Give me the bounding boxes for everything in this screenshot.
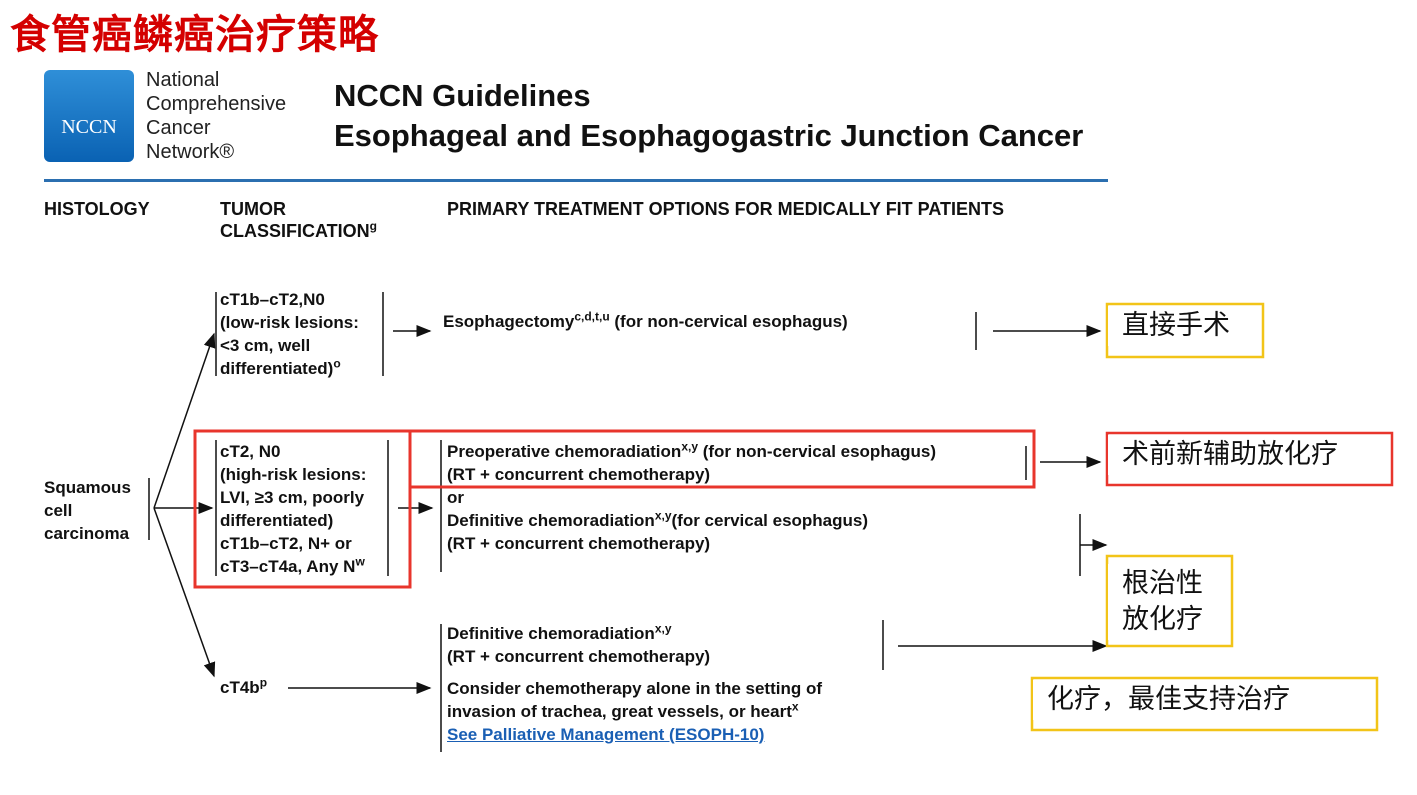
tumor-high-line6: cT3–cT4a, Any N [220,557,356,576]
treatment-high-risk: Preoperative chemoradiationx,y (for non-… [447,440,936,555]
preop-rt-line: (RT + concurrent chemotherapy) [447,465,711,484]
tumor-t4b-label: cT4b [220,678,260,697]
tumor-t4b-footnote: p [259,675,268,690]
preop-chemoradiation: Preoperative chemoradiation [447,442,682,461]
tumor-high-line3: LVI, ≥3 cm, poorly [220,488,365,507]
treatment-low-main: Esophagectomy [443,312,575,331]
palliative-management-link[interactable]: See Palliative Management (ESOPH-10) [447,725,765,744]
surgery-note-frame [1105,302,1265,359]
header-divider [44,179,1108,182]
t4b-definitive-chemoradiation: Definitive chemoradiation [447,624,655,643]
chemo-note: 化疗，最佳支持治疗 [1033,680,1304,720]
slide-title: 食管癌鳞癌治疗策略 [10,12,379,58]
t4b-chemo-alone-line: Consider chemotherapy alone in the setti… [447,679,822,698]
arrow-to-t4b [153,507,216,678]
neoadjuvant-note-frame [1105,431,1394,487]
tumor-low-line4: differentiated) [220,359,334,378]
surgery-note: 直接手术 [1108,306,1244,346]
column-histology: HISTOLOGY [44,199,150,219]
definitive-note: (for cervical esophagus) [671,511,869,530]
nccn-logo [44,70,134,162]
t4b-rt-line: (RT + concurrent chemotherapy) [447,647,711,666]
tumor-high-line2: (high-risk lesions: [220,465,367,484]
tumor-low-line3: <3 cm, well [220,336,311,355]
t4b-invasion-footnote: x [791,699,799,714]
column-tumor: TUMOR CLASSIFICATIONg [220,198,377,242]
t4b-invasion-line: invasion of trachea, great vessels, or h… [447,702,792,721]
or-label: or [447,488,464,507]
nccn-logo-text: NCCN [61,116,117,138]
column-tumor-line2: CLASSIFICATION [220,221,370,241]
t4b-definitive-footnote: x,y [654,621,672,636]
treatment-low-footnote: c,d,t,u [574,309,610,324]
org-line-national: National [146,69,220,91]
definitive-footnote: x,y [654,508,672,523]
tumor-high-line4: differentiated) [220,511,334,530]
tumor-low-footnote: o [333,356,341,371]
guidelines-subtitle: Esophageal and Esophagogastric Junction … [334,118,1084,153]
tumor-high-line1: cT2, N0 [220,442,281,461]
org-line-network: Network® [146,141,235,163]
neoadjuvant-highlight [408,429,1036,489]
tumor-t4b: cT4bp [220,676,267,699]
column-primary-treatment: PRIMARY TREATMENT OPTIONS FOR MEDICALLY … [447,199,1005,219]
histology-line1: Squamous [44,478,131,497]
treatment-t4b: Definitive chemoradiationx,y (RT + concu… [447,622,822,746]
radical-note-line2: 放化疗 [1122,604,1203,635]
guidelines-title: NCCN Guidelines [334,78,591,113]
arrow-to-low-risk [153,332,216,509]
tumor-high-risk: cT2, N0 (high-risk lesions: LVI, ≥3 cm, … [220,440,366,578]
tumor-low-line1: cT1b–cT2,N0 [220,290,325,309]
preop-footnote: x,y [681,439,698,454]
definitive-chemoradiation: Definitive chemoradiation [447,511,655,530]
neoadjuvant-note: 术前新辅助放化疗 [1108,435,1352,475]
histology-line2: cell [44,501,73,520]
chemo-note-frame [1030,676,1379,732]
radical-note-frame [1105,554,1234,648]
tumor-low-risk: cT1b–cT2,N0 (low-risk lesions: <3 cm, we… [220,288,359,380]
histology-line3: carcinoma [44,524,130,543]
tumor-high-line5: cT1b–cT2, N+ or [220,534,352,553]
treatment-low-risk: Esophagectomyc,d,t,u (for non-cervical e… [443,310,848,333]
radical-note-line1: 根治性 [1122,568,1203,599]
histology-label: Squamous cell carcinoma [44,476,131,545]
tumor-high-footnote: w [355,554,365,569]
preop-note: (for non-cervical esophagus) [698,442,937,461]
definitive-rt-line: (RT + concurrent chemotherapy) [447,534,711,553]
column-tumor-footnote: g [369,219,378,233]
tumor-low-line2: (low-risk lesions: [220,313,359,332]
high-risk-highlight [193,429,412,589]
org-line-cancer: Cancer [146,117,211,139]
radical-note: 根治性 放化疗 [1108,564,1217,640]
treatment-low-note: (for non-cervical esophagus) [609,312,848,331]
org-line-comprehensive: Comprehensive [146,93,287,115]
column-tumor-line1: TUMOR [220,199,286,219]
